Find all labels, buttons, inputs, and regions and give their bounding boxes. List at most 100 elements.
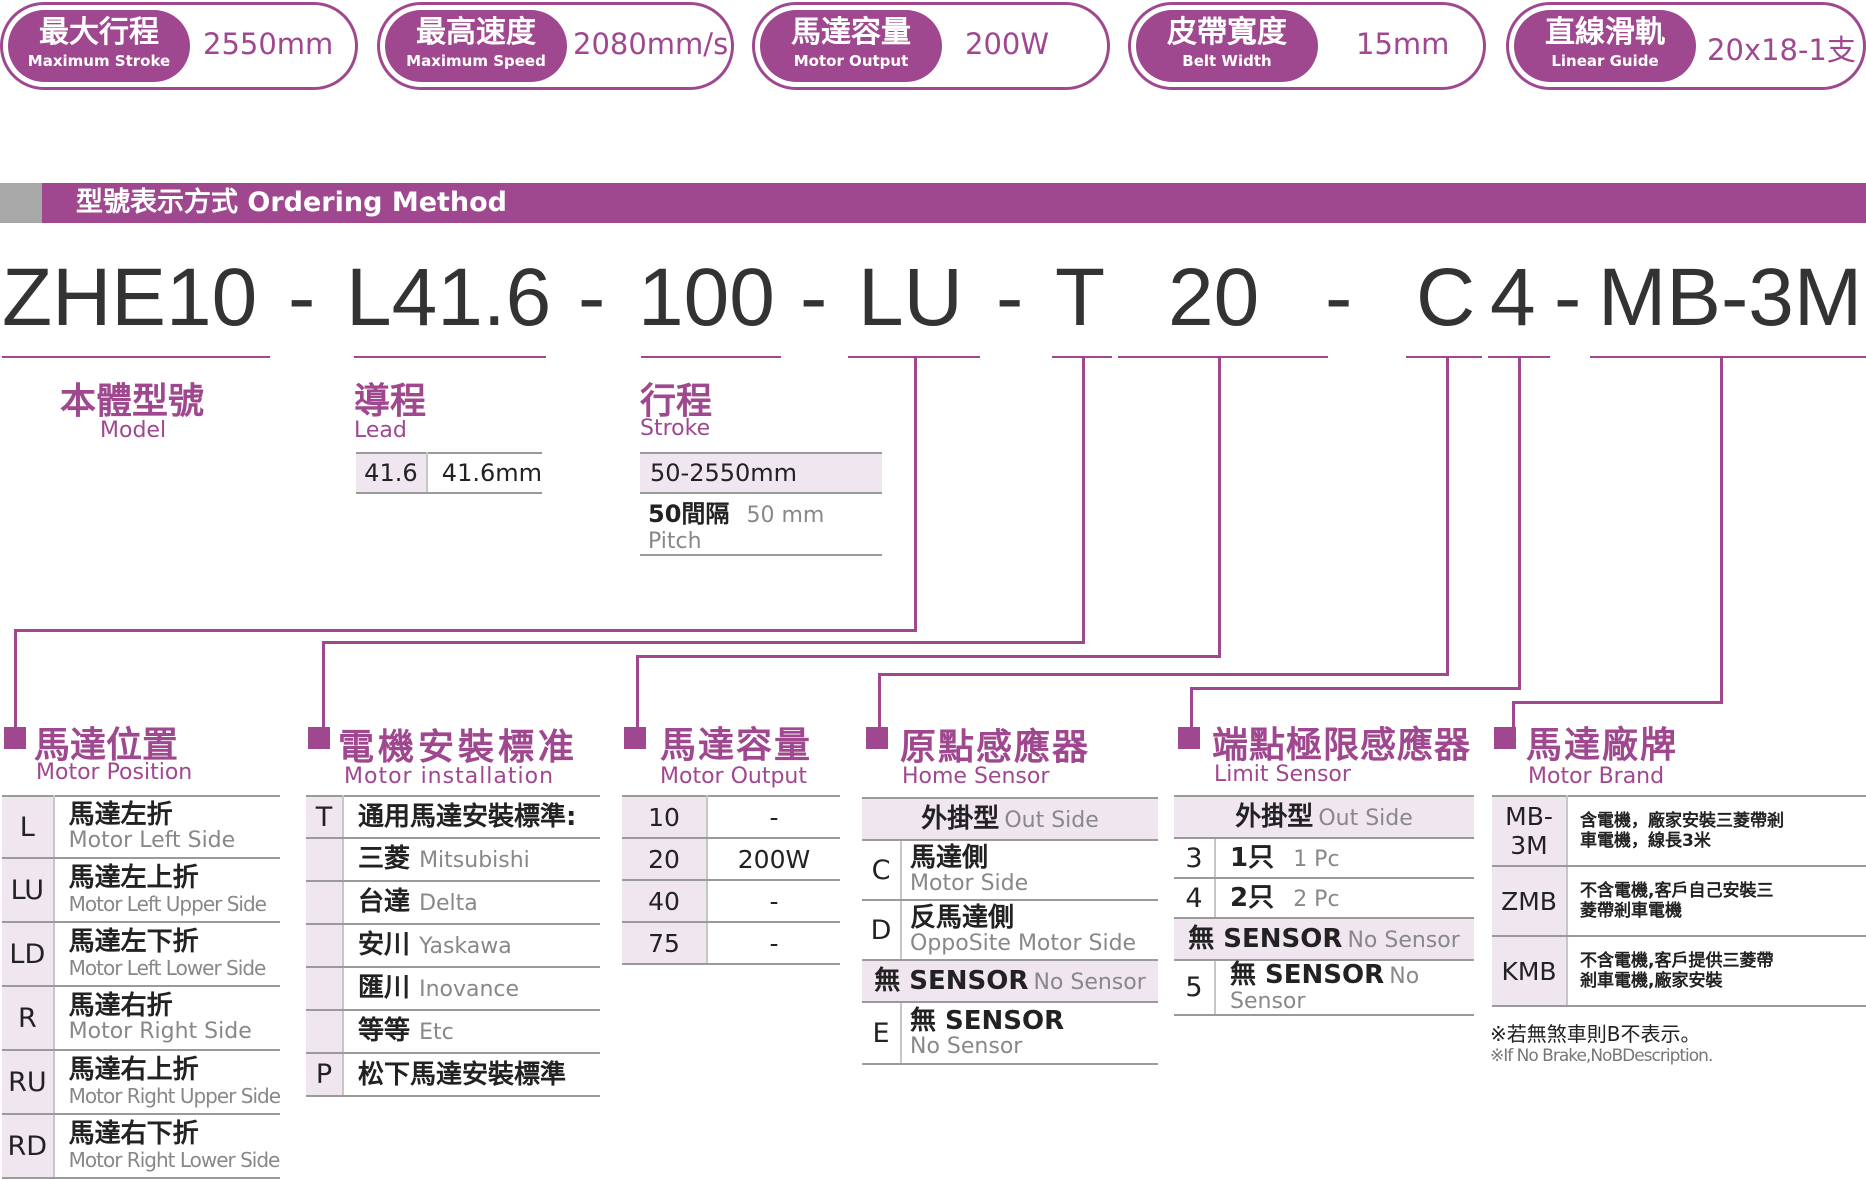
mo-key: 75 [622, 922, 708, 965]
ls-en: No Sensor [1230, 964, 1420, 1014]
hs-key: E [862, 1002, 902, 1065]
ls-header: 外掛型 Out Side [1174, 796, 1474, 839]
lead-table: 41.6 41.6mm [356, 452, 542, 494]
spec-label-cn: 皮帶寬度 [1167, 15, 1287, 50]
model-label: 本體型號 [60, 381, 205, 422]
connector-line [1082, 358, 1085, 644]
connector-line [636, 655, 639, 729]
mi-cn-text: 等等 [358, 1015, 411, 1046]
section-marker [624, 727, 646, 749]
mb-desc-l1: 不含電機,客戶提供三菱帶 [1580, 951, 1774, 971]
stroke-pitch-en: 50 mm Pitch [648, 503, 825, 554]
code-output: 20 [1168, 252, 1260, 343]
hs-key: C [862, 840, 902, 901]
mb-desc: 不含電機,客戶自己安裝三菱帶剎車電機 [1567, 866, 1866, 937]
motor-output-title: 馬達容量 [660, 725, 813, 766]
spec-pill-speed: 最高速度 Maximum Speed 2080mm/s [377, 2, 734, 90]
stroke-range: 50-2550mm [640, 453, 882, 494]
mb-key: ZMB [1492, 866, 1568, 937]
ls-en: 2 Pc [1293, 887, 1340, 912]
mi-en: Delta [419, 890, 478, 916]
stroke-table: 50-2550mm 50間隔 50 mm Pitch [640, 452, 882, 556]
mp-en: Motor Left Lower Side [68, 956, 267, 980]
mo-key: 40 [622, 880, 708, 923]
mi-cn: 台達 Delta [358, 888, 600, 918]
code-dash: - [1554, 252, 1582, 343]
mi-key [306, 924, 344, 968]
section-title: 型號表示方式 Ordering Method [42, 183, 1866, 223]
spec-label-en: Belt Width [1182, 52, 1272, 70]
motor-install-title: 電機安裝標准 [338, 727, 579, 768]
spec-label-en: Maximum Speed [406, 52, 546, 70]
mi-cn-text: 三菱 [358, 843, 411, 874]
spec-badge: 最高速度 Maximum Speed [385, 10, 567, 82]
spec-badge: 直線滑軌 Linear Guide [1514, 10, 1696, 82]
stroke-pitch-cn: 50間隔 [648, 500, 730, 528]
limit-sensor-title: 端點極限感應器 [1212, 725, 1472, 766]
code-underline [1406, 356, 1482, 358]
mi-en: Inovance [419, 976, 520, 1002]
mp-en: Motor Right Lower Side [68, 1148, 281, 1172]
code-underline [1118, 356, 1328, 358]
connector-line [1218, 358, 1221, 658]
mp-key: LU [2, 858, 55, 923]
mp-key: RU [2, 1050, 55, 1115]
mo-value: 200W [707, 838, 840, 881]
code-underline [641, 356, 781, 358]
ls-cn: 2只 [1230, 883, 1275, 913]
spec-pill-guide: 直線滑軌 Linear Guide 20x18-1支 [1506, 2, 1866, 90]
code-dash: - [996, 252, 1024, 343]
spec-pill-stroke: 最大行程 Maximum Stroke 2550mm [0, 2, 358, 90]
ls-none-cn: 無 SENSOR [1188, 924, 1343, 954]
code-dash: - [1325, 252, 1353, 343]
connector-line [1512, 701, 1723, 704]
connector-line [14, 629, 917, 632]
code-underline [1488, 356, 1550, 358]
mb-key: MB-3M [1492, 796, 1568, 867]
motor-brand-title: 馬達廠牌 [1526, 725, 1679, 766]
hs-key: D [862, 900, 902, 961]
mi-key [306, 967, 344, 1011]
lead-label-en: Lead [354, 418, 407, 443]
spec-value: 2550mm [203, 27, 334, 61]
code-stroke: 100 [638, 252, 775, 343]
spec-label-cn: 最高速度 [416, 15, 536, 50]
mo-value: - [707, 796, 840, 839]
mp-en: Motor Left Side [68, 828, 236, 853]
mp-key: L [2, 796, 55, 859]
spec-label-en: Maximum Stroke [27, 52, 171, 70]
ls-header-cn: 外掛型 [1235, 802, 1314, 832]
code-dash: - [288, 252, 316, 343]
home-sensor-subtitle: Home Sensor [902, 764, 1050, 789]
motor-position-title: 馬達位置 [34, 725, 179, 766]
section-marker [1494, 727, 1516, 749]
code-brand: MB-3M [1598, 252, 1863, 343]
connector-line [1190, 687, 1193, 729]
stroke-pitch: 50間隔 50 mm Pitch [640, 493, 882, 556]
model-label-en: Model [100, 418, 167, 443]
mp-en: Motor Right Upper Side [68, 1084, 281, 1108]
spec-pill-output: 馬達容量 Motor Output 200W [752, 2, 1110, 90]
mi-cn: 松下馬達安裝標準 [358, 1059, 567, 1090]
connector-line [914, 358, 917, 632]
mi-key [306, 881, 344, 925]
code-motor-position: LU [858, 252, 963, 343]
lead-key: 41.6 [356, 453, 428, 494]
mi-cn: 等等 Etc [358, 1017, 600, 1047]
hs-header-cn: 外掛型 [921, 804, 1000, 834]
mp-key: R [2, 986, 55, 1051]
hs-cn: 反馬達側 [910, 903, 1015, 933]
code-underline [848, 356, 980, 358]
spec-badge: 馬達容量 Motor Output [760, 10, 942, 82]
mb-desc: 含電機，廠家安裝三菱帶剎車電機，線長3米 [1567, 796, 1866, 867]
ls-cn: 無 SENSOR [1230, 960, 1385, 990]
connector-line [1720, 358, 1723, 704]
mp-cn: 馬達右折 [68, 991, 173, 1021]
mi-cn-text: 安川 [358, 929, 411, 960]
ls-none: 無 SENSOR No Sensor [1174, 918, 1474, 961]
hs-en: Motor Side [910, 871, 1029, 896]
connector-line [878, 673, 881, 729]
mp-key: LD [2, 922, 55, 987]
spec-pill-belt: 皮帶寬度 Belt Width 15mm [1128, 2, 1486, 90]
